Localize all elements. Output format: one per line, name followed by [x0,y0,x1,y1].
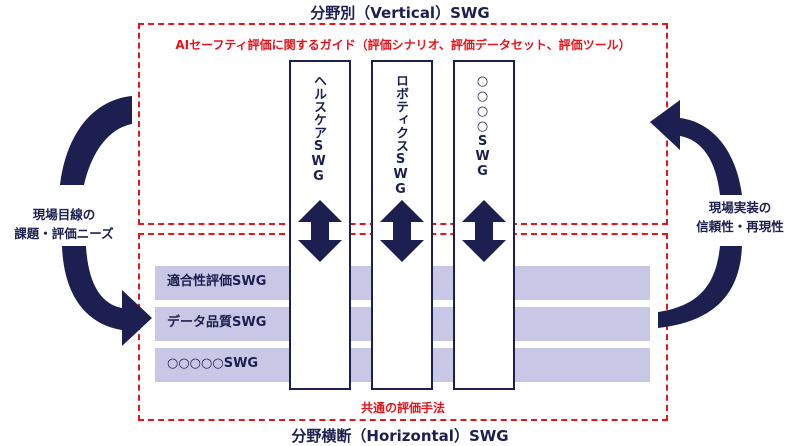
evaluation-guide-label: AIセーフティ評価に関するガイド（評価シナリオ、評価データセット、評価ツール） [175,38,631,52]
vertical-column-label: ロボティクスSWG [393,74,408,197]
reliability-line-1: 現場実装の [708,200,772,215]
double-arrow-icon [462,200,506,262]
vertical-column-label: ○○○○SWG [475,74,490,179]
double-arrow-icon [298,200,342,262]
field-needs-line-2: 課題・評価ニーズ [14,226,114,241]
reliability-line-2: 信頼性・再現性 [696,219,784,234]
vertical-column-label: ヘルスケアSWG [311,74,326,184]
field-needs-label: 現場目線の 課題・評価ニーズ [0,205,128,243]
common-method-label: 共通の評価手法 [360,401,445,415]
horizontal-swg-title: 分野横断（Horizontal）SWG [291,427,509,445]
horizontal-bar-label: ○○○○○SWG [167,356,259,371]
horizontal-bar-label: 適合性評価SWG [167,274,267,289]
field-needs-line-1: 現場目線の [32,207,96,222]
double-arrow-icon [380,200,424,262]
vertical-swg-title: 分野別（Vertical）SWG [310,4,490,22]
reliability-label: 現場実装の 信頼性・再現性 [680,198,800,236]
horizontal-bar-label: データ品質SWG [167,315,267,330]
